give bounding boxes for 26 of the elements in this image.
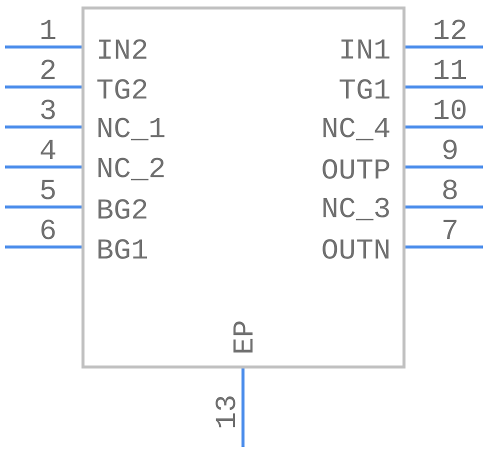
pin-number: 9 [443,140,457,160]
pin-name: NC_4 [323,118,390,140]
pin-name: EP [233,322,253,352]
pin-name: OUTP [322,159,390,179]
pin-name: BG1 [98,239,147,259]
pin-number: 4 [40,140,56,159]
pin-name: NC_3 [323,198,389,220]
pin-number: 10 [434,100,466,120]
pin-number: 2 [41,60,55,79]
pin-name: NC_1 [98,118,164,140]
pin-name: TG2 [97,79,146,99]
pin-name: IN2 [99,39,146,59]
pin-number: 13 [216,396,236,428]
pin-number: 3 [41,100,55,120]
pin-number: 7 [444,220,456,239]
pin-number: 5 [41,180,55,200]
pin-number: 11 [434,60,466,79]
pin-number: 8 [443,180,457,200]
pin-number: 12 [434,20,466,39]
pin-name: NC_2 [98,158,164,180]
pin-name: BG2 [98,199,146,219]
pin-number: 1 [41,20,56,39]
pin-name: TG1 [340,79,390,99]
pin-name: OUTN [322,239,388,259]
pin-name: IN1 [341,39,390,59]
pin-number: 6 [41,220,55,240]
